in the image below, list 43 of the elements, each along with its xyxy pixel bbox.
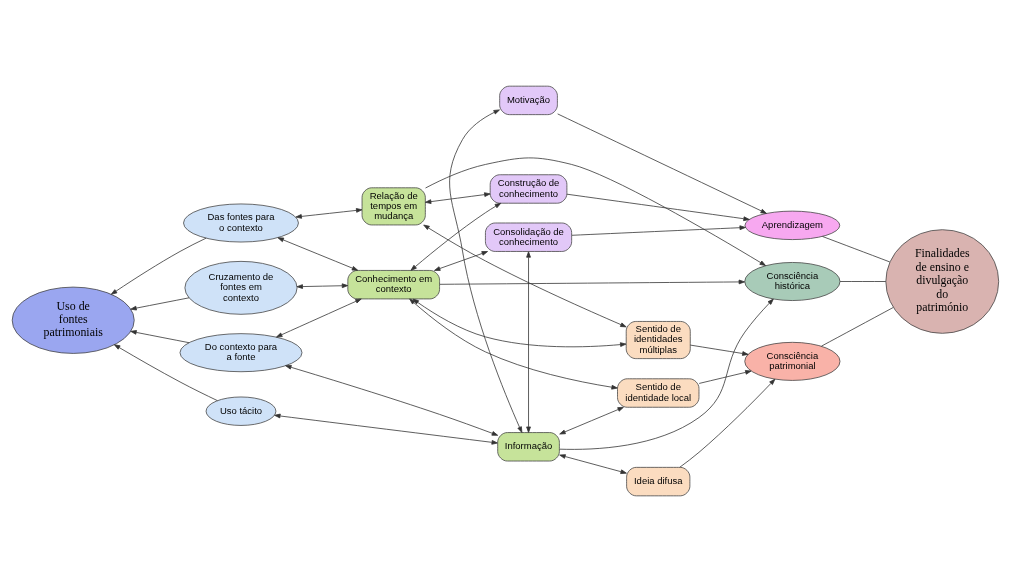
arrow <box>570 224 746 236</box>
node-box: Sentido de identidades múltiplas <box>625 320 691 359</box>
arrow <box>556 113 767 214</box>
arrow <box>678 378 775 468</box>
arrow <box>566 193 750 221</box>
arrow <box>424 157 766 266</box>
arrow <box>295 207 362 219</box>
arrow <box>296 282 348 289</box>
arrow <box>433 250 488 271</box>
node-box: Ideia difusa <box>625 466 690 496</box>
node-circle: Finalidades de ensino e divulgação do património <box>884 228 999 334</box>
arrow <box>689 344 748 356</box>
arrow <box>424 191 490 204</box>
arrow <box>275 298 362 337</box>
node-box: Construção de conhecimento <box>489 173 567 204</box>
arrow <box>438 279 745 285</box>
arrow <box>558 406 624 434</box>
node-box: Consolidação de conhecimento <box>484 222 572 252</box>
arrow <box>558 298 774 450</box>
node-box: Motivação <box>498 85 558 115</box>
arrow <box>558 453 627 474</box>
node-box: Relação de tempos em mudança <box>361 186 426 225</box>
arrow <box>277 236 358 271</box>
arrow <box>273 413 498 445</box>
node-ellipse: Uso tácito <box>205 396 276 426</box>
arrow <box>113 343 218 401</box>
node-box: Conhecimento em contexto <box>346 269 440 299</box>
connector <box>821 235 890 262</box>
arrow <box>698 369 752 384</box>
arrow <box>110 237 206 295</box>
arrow <box>129 329 189 343</box>
arrow <box>284 364 498 436</box>
node-box: Sentido de identidade local <box>616 377 699 408</box>
arrow <box>412 298 626 347</box>
arrow <box>410 202 501 271</box>
connector <box>820 306 894 347</box>
arrow <box>408 298 618 390</box>
arrow <box>525 250 531 433</box>
node-ellipse: Cruzamento de fontes em contexto <box>184 260 297 315</box>
node-box: Informação <box>496 431 560 461</box>
connector <box>839 280 886 282</box>
arrow <box>129 296 189 310</box>
arrow <box>448 109 522 433</box>
